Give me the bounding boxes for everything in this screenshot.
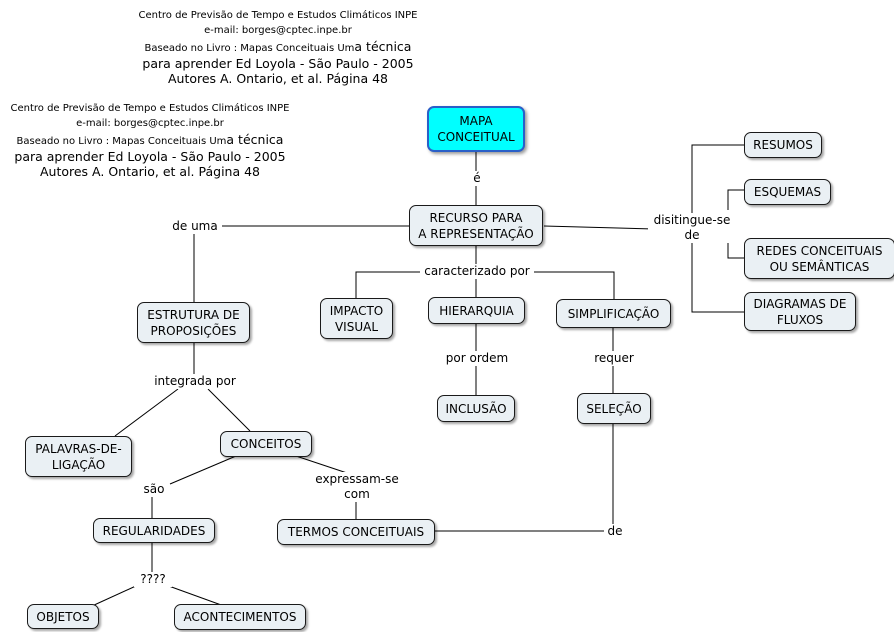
node-line: RESUMOS (753, 138, 813, 152)
node-line: PALAVRAS-DE- (35, 441, 122, 456)
node-line: ACONTECIMENTOS (183, 610, 297, 624)
credit-line: Centro de Previsão de Tempo e Estudos Cl… (10, 103, 290, 114)
link-text: requer (594, 351, 634, 365)
node-line: CONCEITOS (230, 437, 302, 451)
credit-text-bottom: Centro de Previsão de Tempo e Estudos Cl… (0, 101, 300, 179)
credit-line: Baseado no Livro : Mapas Conceituais Uma… (145, 36, 412, 55)
node-line: OU SEMÂNTICAS (769, 259, 870, 274)
concept-inclusao[interactable]: INCLUSÃO (437, 395, 515, 422)
node-line: PROPOSIÇÕES (150, 323, 237, 338)
concept-conceitos[interactable]: CONCEITOS (220, 431, 312, 457)
credit-line: e-mail: borges@cptec.inpe.br (76, 118, 224, 129)
node-line: REDES CONCEITUAIS (756, 243, 883, 258)
link-text: de uma (172, 219, 218, 233)
node-line: A REPRESENTAÇÃO (418, 226, 534, 241)
concept-objetos[interactable]: OBJETOS (27, 604, 99, 629)
credit-line: para aprender Ed Loyola - São Paulo - 20… (14, 149, 286, 164)
concept-hierarquia[interactable]: HIERARQUIA (428, 297, 525, 324)
link-sao: são (139, 482, 169, 497)
node-line: REGULARIDADES (102, 523, 206, 538)
link-interrogacao: ???? (134, 572, 172, 587)
credit-line: para aprender Ed Loyola - São Paulo - 20… (142, 56, 414, 71)
concept-palavras-de-ligacao[interactable]: PALAVRAS-DE-LIGAÇÃO (25, 436, 132, 477)
link-text: de (607, 524, 623, 538)
credit-line: Autores A. Ontario, et al. Página 48 (39, 164, 261, 179)
node-line: CONCEITUAL (437, 130, 515, 144)
link-text: expressam-se (315, 472, 399, 486)
concept-resumos[interactable]: RESUMOS (744, 132, 822, 158)
link-requer: requer (590, 351, 638, 366)
concept-acontecimentos[interactable]: ACONTECIMENTOS (174, 604, 306, 630)
node-line: SIMPLIFICAÇÃO (567, 306, 660, 321)
concept-esquemas[interactable]: ESQUEMAS (744, 179, 831, 205)
link-por-ordem: por ordem (441, 351, 513, 366)
link-text: com (344, 487, 370, 501)
node-line: TERMOS CONCEITUAIS (287, 525, 425, 539)
credit-line-part: a técnica (354, 39, 412, 54)
credit-line: e-mail: borges@cptec.inpe.br (204, 25, 352, 36)
node-line: OBJETOS (36, 609, 90, 624)
link-e: é (468, 171, 486, 186)
concept-selecao[interactable]: SELEÇÃO (577, 393, 651, 424)
concept-mapa-conceitual[interactable]: MAPA CONCEITUAL (427, 106, 525, 152)
node-line: ESQUEMAS (753, 185, 822, 199)
link-integrada-por: integrada por (149, 374, 241, 389)
concept-regularidades[interactable]: REGULARIDADES (93, 518, 215, 543)
node-line: RECURSO PARA (429, 210, 523, 225)
credit-line-part: a técnica (226, 132, 284, 147)
credit-text-top: Centro de Previsão de Tempo e Estudos Cl… (118, 8, 438, 86)
link-text: caracterizado por (424, 264, 530, 278)
link-caracterizado-por: caracterizado por (420, 264, 534, 279)
link-de-uma: de uma (168, 219, 222, 234)
concept-termos-conceituais[interactable]: TERMOS CONCEITUAIS (277, 519, 435, 545)
node-line: INCLUSÃO (445, 401, 507, 416)
link-de: de (604, 524, 626, 539)
node-line: ESTRUTURA DE (147, 307, 240, 322)
link-text: disitingue-se (653, 213, 731, 227)
node-line: LIGAÇÃO (51, 457, 106, 472)
credit-line: Centro de Previsão de Tempo e Estudos Cl… (138, 10, 418, 21)
node-line: MAPA (459, 114, 493, 128)
link-text: são (143, 482, 165, 496)
link-text: ???? (140, 572, 166, 586)
node-line: DIAGRAMAS DE (753, 296, 847, 311)
link-text: é (473, 171, 481, 185)
link-text: integrada por (154, 374, 236, 388)
credit-line-part: Baseado no Livro : Mapas Conceituais Um (16, 136, 227, 147)
credit-line: Autores A. Ontario, et al. Página 48 (167, 71, 389, 86)
node-line: IMPACTO (329, 303, 384, 318)
node-line: SELEÇÃO (586, 401, 642, 416)
node-line: FLUXOS (776, 312, 824, 327)
node-line: VISUAL (334, 319, 379, 334)
node-line: HIERARQUIA (439, 303, 514, 318)
credit-line: Baseado no Livro : Mapas Conceituais Uma… (17, 129, 284, 148)
concept-simplificacao[interactable]: SIMPLIFICAÇÃO (556, 299, 671, 328)
credit-line-part: Baseado no Livro : Mapas Conceituais Um (144, 43, 355, 54)
link-text: de (684, 228, 700, 242)
link-text: por ordem (445, 351, 509, 365)
